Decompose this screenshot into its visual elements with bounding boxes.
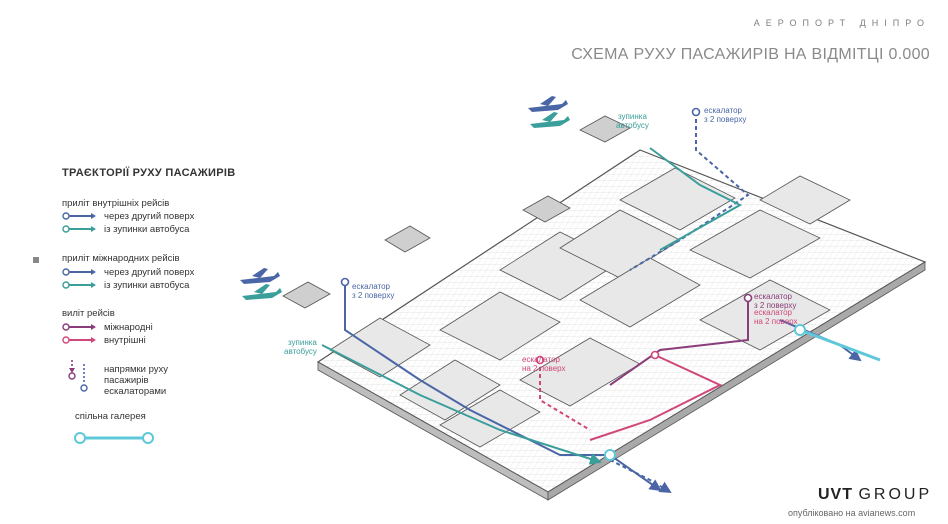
plane-icon-teal-left <box>242 284 282 300</box>
legend-item-label: внутрішні <box>104 335 146 346</box>
page-title: СХЕМА РУХУ ПАСАЖИРІВ НА ВІДМІТЦІ 0.000 <box>571 46 930 63</box>
legend-item-label: через другий поверх <box>104 211 195 222</box>
plane-icon-blue-top <box>528 96 568 112</box>
legend-item-label: із зупинки автобуса <box>104 280 190 291</box>
legend-item-label: міжнародні <box>104 322 153 333</box>
building-footprint <box>282 115 927 501</box>
route-bus-arrival-left <box>321 344 602 465</box>
legend-item-label: через другий поверх <box>104 267 195 278</box>
shared-gallery-path <box>604 324 881 461</box>
legend-swatch-blue <box>62 268 96 276</box>
legend-gallery-label: спільна галерея <box>75 411 146 422</box>
legend-gallery-swatch <box>74 432 154 444</box>
legend-title: ТРАЄКТОРІЇ РУХУ ПАСАЖИРІВ <box>62 167 236 179</box>
page-subtitle: АЕРОПОРТ ДНІПРО <box>753 18 930 28</box>
legend-escalator-text: напрямки руху пасажирів ескалаторами <box>104 364 169 397</box>
legend-swatch-teal <box>62 281 96 289</box>
route-bus-arrival-top <box>649 147 743 251</box>
company-logo: UVT GROUP <box>818 486 933 503</box>
legend-swatch-teal <box>62 225 96 233</box>
route-intl-departure <box>609 298 749 386</box>
legend-item-label: із зупинки автобуса <box>104 224 190 235</box>
route-domestic-departure <box>589 354 723 441</box>
plane-icon-teal-top <box>530 112 570 128</box>
legend-group-intl-arrival: приліт міжнародних рейсів <box>62 253 180 264</box>
escalator-direction-icon <box>68 360 88 392</box>
legend: ТРАЄКТОРІЇ РУХУ ПАСАЖИРІВ приліт внутріш… <box>0 0 260 460</box>
route-nodes <box>340 107 753 365</box>
legend-swatch-blue <box>62 212 96 220</box>
route-dashed-exit <box>609 459 672 494</box>
legend-group-departure: виліт рейсів <box>62 308 115 319</box>
legend-swatch-purple <box>62 323 96 331</box>
legend-group-domestic-arrival: приліт внутрішніх рейсів <box>62 198 170 209</box>
route-domestic-departure-2 <box>539 360 591 431</box>
legend-bullet-square <box>33 257 39 263</box>
publication-credit: опубліковано на avianews.com <box>788 508 916 518</box>
plane-icon-blue-left <box>240 268 280 284</box>
legend-swatch-pink <box>62 336 96 344</box>
route-domestic-arrival-2nd-floor <box>629 112 750 271</box>
